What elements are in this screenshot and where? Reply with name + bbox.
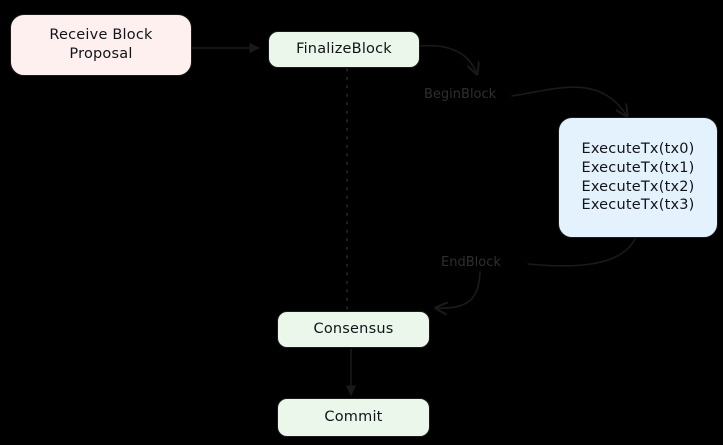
node-label: ExecuteTx(tx0) (581, 141, 695, 158)
node-commit[interactable]: Commit (277, 398, 430, 437)
edge-label-begin-block: BeginBlock (424, 87, 497, 102)
node-label: FinalizeBlock (296, 41, 392, 58)
edge-label-end-block: EndBlock (441, 255, 501, 270)
node-label: Receive Block (49, 27, 153, 44)
node-label: ExecuteTx(tx1) (581, 159, 695, 176)
node-execute-tx[interactable]: ExecuteTx(tx0) ExecuteTx(tx1) ExecuteTx(… (558, 117, 718, 238)
edge-beginblock-to-execute (511, 86, 627, 116)
edge-finalize-to-beginblock (420, 44, 477, 74)
node-label: ExecuteTx(tx3) (581, 197, 695, 214)
node-label: Commit (324, 409, 383, 426)
edge-execute-to-endblock (527, 238, 636, 267)
node-label: ExecuteTx(tx2) (581, 178, 695, 195)
edge-endblock-to-consensus (436, 271, 481, 308)
node-label: Proposal (69, 46, 133, 62)
node-consensus[interactable]: Consensus (277, 311, 430, 348)
node-receive-block-proposal[interactable]: Receive Block Proposal (10, 14, 192, 76)
node-label: Consensus (313, 321, 394, 338)
node-finalize-block[interactable]: FinalizeBlock (268, 31, 420, 68)
